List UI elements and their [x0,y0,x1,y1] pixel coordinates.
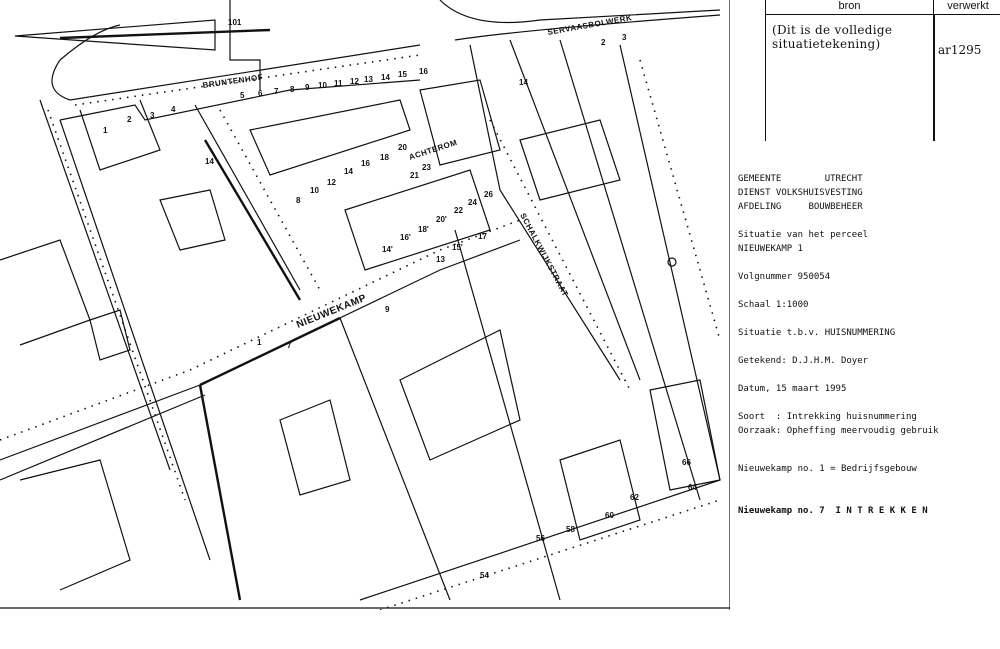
house-number: 5 [240,91,245,100]
note-2: Nieuwekamp no. 7 I N T R E K K E N [738,506,928,516]
house-number: 60 [605,511,614,520]
house-number: 7 [287,341,292,350]
house-number: 12 [327,178,336,187]
house-number: 2 [601,38,606,47]
volgnummer: Volgnummer 950054 [738,272,831,282]
house-number: 24 [468,198,477,207]
house-number: 1 [103,126,108,135]
house-number: 7 [274,87,279,96]
bron-table: bron verwerkt (Dit is de volledige situa… [765,0,1000,141]
perceel: NIEUWEKAMP 1 [738,244,804,254]
column-divider [933,14,935,141]
house-number: 101 [228,18,242,27]
house-number: 16 [419,67,428,76]
situation-map: BRUNTENHOF ACHTEROM NIEUWEKAMP SERVAASBO… [0,0,730,610]
schaal: Schaal 1:1000 [738,300,809,310]
house-number: 18 [380,153,389,162]
org-line-1: GEMEENTE UTRECHT [738,174,863,184]
house-number: 64 [688,483,697,492]
house-number: 10 [318,81,327,90]
bron-cell: (Dit is de volledige situatietekening) [772,23,893,51]
house-number: 11 [334,79,343,88]
house-number: 4 [171,105,176,114]
house-number: 17 [478,232,487,241]
house-number: 15' [452,243,463,252]
org-line-2: DIENST VOLKSHUISVESTING [738,188,863,198]
datum: Datum, 15 maart 1995 [738,384,847,394]
house-number: 8 [290,85,295,94]
header-bron: bron [766,0,934,15]
house-number: 6 [258,89,263,98]
soort: Soort : Intrekking huisnummering [738,412,917,422]
house-number: 1 [257,338,262,347]
house-number: 13 [436,255,445,264]
getekend: Getekend: D.J.H.M. Doyer [738,356,869,366]
house-number: 16' [400,233,411,242]
note-1: Nieuwekamp no. 1 = Bedrijfsgebouw [738,464,917,474]
street-label-nieuwekamp: NIEUWEKAMP [295,293,368,331]
header-verwerkt: verwerkt [934,0,1000,15]
house-number: 3 [150,111,155,120]
house-number: 14 [381,73,390,82]
title-block: GEMEENTE UTRECHT DIENST VOLKSHUISVESTING… [738,172,938,518]
house-number: 14 [344,167,353,176]
doel: Situatie t.b.v. HUISNUMMERING [738,328,896,338]
oorzaak: Oorzaak: Opheffing meervoudig gebruik [738,426,939,436]
house-number: 13 [364,75,373,84]
house-number: 16 [361,159,370,168]
house-number: 9 [305,83,310,92]
house-number: 22 [454,206,463,215]
house-number: 21 [410,171,419,180]
verwerkt-cell: ar1295 [938,43,982,57]
house-number: 20' [436,215,447,224]
street-label-bruntenhof: BRUNTENHOF [202,73,264,90]
house-number: 20 [398,143,407,152]
house-number: 58 [566,525,575,534]
street-label-schalkwijkstraat: SCHALKWIJKSTRAAT [518,212,570,299]
house-number: 54 [480,571,489,580]
house-number: 14 [519,78,528,87]
org-line-3: AFDELING BOUWBEHEER [738,202,863,212]
house-number: 62 [630,493,639,502]
house-number: 10 [310,186,319,195]
situatie-title: Situatie van het perceel [738,230,869,240]
house-number: 66 [682,458,691,467]
house-number: 9 [385,305,390,314]
house-number: 3 [622,33,627,42]
house-number: 15 [398,70,407,79]
map-lines [0,0,730,610]
house-number: 14 [205,157,214,166]
house-number: 12 [350,77,359,86]
house-number: 23 [422,163,431,172]
house-number: 8 [296,196,301,205]
house-number: 14' [382,245,393,254]
house-number: 18' [418,225,429,234]
house-numbers: 101 5 6 7 8 9 10 11 12 13 14 15 16 1 2 3… [103,18,697,580]
house-number: 2 [127,115,132,124]
house-number: 56 [536,534,545,543]
house-number: 26 [484,190,493,199]
